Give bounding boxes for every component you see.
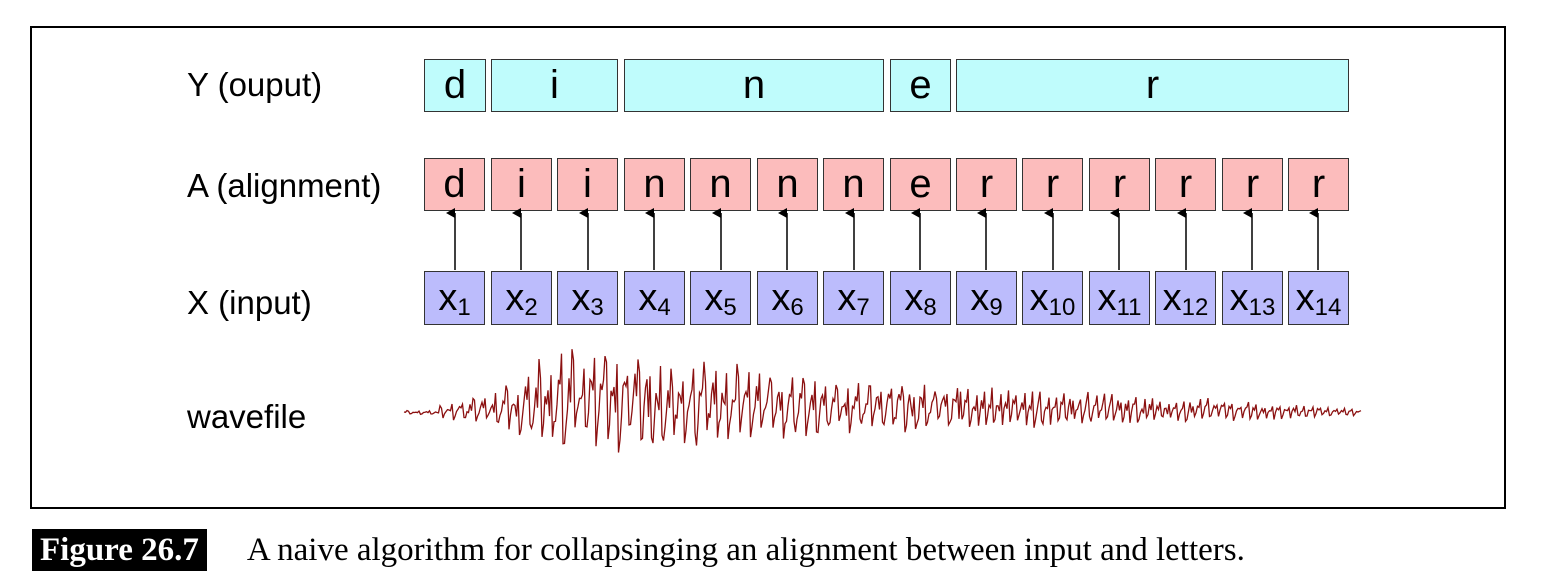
input-index: 3 (590, 294, 604, 321)
alignment-row-label: A (alignment) (187, 167, 382, 204)
input-index: 13 (1248, 294, 1276, 321)
input-base: x (1029, 276, 1049, 319)
output-box: n (624, 59, 884, 112)
alignment-box: n (823, 158, 884, 211)
alignment-box: r (1089, 158, 1150, 211)
input-index: 1 (457, 294, 471, 321)
input-base: x (837, 276, 857, 319)
alignment-box: r (956, 158, 1017, 211)
alignment-box: r (1155, 158, 1216, 211)
input-base: x (1097, 276, 1117, 319)
alignment-box: n (690, 158, 751, 211)
output-box: r (956, 59, 1349, 112)
alignment-box: n (757, 158, 818, 211)
output-box: i (491, 59, 618, 112)
input-base: x (638, 276, 658, 319)
input-index: 5 (723, 294, 737, 321)
input-index: 12 (1181, 294, 1209, 321)
input-index: 11 (1116, 294, 1142, 321)
figure-frame (30, 26, 1506, 509)
input-row-label: X (input) (187, 284, 312, 321)
alignment-box: d (424, 158, 485, 211)
waveform-line (403, 349, 1362, 453)
output-row-label: Y (ouput) (187, 66, 323, 103)
figure-caption: Figure 26.7 A naive algorithm for collap… (32, 528, 1245, 572)
input-base: x (1229, 276, 1249, 319)
alignment-box: r (1022, 158, 1083, 211)
alignment-box: n (624, 158, 685, 211)
output-box: e (890, 59, 951, 112)
input-base: x (904, 276, 924, 319)
input-index: 7 (856, 294, 870, 321)
input-base: x (571, 276, 591, 319)
input-base: x (704, 276, 724, 319)
wavefile-label: wavefile (187, 398, 307, 435)
input-base: x (438, 276, 458, 319)
input-index: 9 (989, 294, 1003, 321)
alignment-box: r (1288, 158, 1349, 211)
input-index: 14 (1314, 294, 1342, 321)
input-base: x (1162, 276, 1182, 319)
input-index: 6 (790, 294, 804, 321)
input-index: 8 (923, 294, 937, 321)
caption-text: A naive algorithm for collapsinging an a… (246, 531, 1245, 568)
alignment-box: e (890, 158, 951, 211)
alignment-box: i (491, 158, 552, 211)
input-index: 2 (524, 294, 538, 321)
input-base: x (970, 276, 990, 319)
input-index: 4 (657, 294, 671, 321)
input-base: x (771, 276, 791, 319)
alignment-box: i (557, 158, 618, 211)
input-index: 10 (1048, 294, 1076, 321)
output-box: d (424, 59, 486, 112)
input-base: x (505, 276, 525, 319)
figure-number: Figure 26.7 (32, 529, 207, 571)
alignment-box: r (1222, 158, 1283, 211)
input-base: x (1295, 276, 1315, 319)
